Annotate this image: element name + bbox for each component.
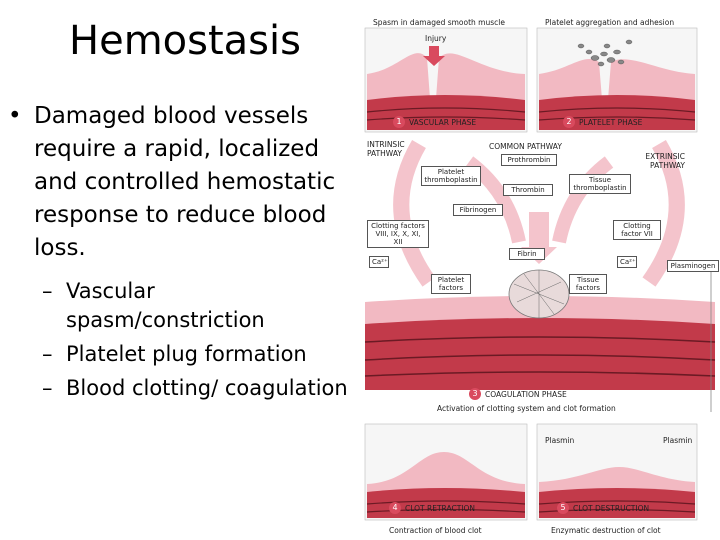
label-platelet-aggregation: Platelet aggregation and adhesion [545,18,675,27]
sub-bullet-text: Platelet plug formation [66,342,307,366]
dash-glyph: – [42,342,53,366]
sub-bullet-text: Blood clotting/ coagulation [66,376,348,400]
muscle-striation-vascular [366,107,526,121]
label-clot-destruction: CLOT DESTRUCTION [573,504,650,513]
hemostasis-diagram: Spasm in damaged smooth muscle Platelet … [359,12,720,540]
label-plasmin-left: Plasmin [545,436,575,445]
muscle-striation-coagulation [364,336,716,377]
slide-title: Hemostasis [69,18,301,64]
cascade-arrow-center-right [552,156,614,244]
box-plasminogen: Plasminogen [667,260,719,272]
badge-phase-1: 1 [393,116,405,128]
box-clotting-factor-extrinsic: Clotting factor VII [613,220,661,240]
box-platelet-factors: Platelet factors [431,274,471,294]
box-prothrombin: Prothrombin [501,154,557,166]
caption-coagulation: Activation of clotting system and clot f… [437,404,616,413]
caption-retraction: Contraction of blood clot [389,526,482,535]
muscle-striation-retraction [366,500,526,513]
sub-bullet-text: Vascular spasm/constriction [66,279,265,332]
main-bullet-text: Damaged blood vessels require a rapid, l… [34,103,336,261]
label-intrinsic-pathway: INTRINSIC PATHWAY [367,140,405,158]
platelet-cluster [577,39,633,67]
muscle-layer-platelet [539,95,695,130]
bullet-glyph: • [8,103,22,129]
box-tissue-factors: Tissue factors [569,274,607,294]
diagram-artwork [364,27,717,521]
badge-phase-4: 4 [389,502,401,514]
cascade-arrow-right [642,139,685,287]
label-injury: Injury [425,34,447,43]
muscle-layer-vascular [367,95,525,130]
box-thrombin: Thrombin [503,184,553,196]
sub-bullet: – Blood clotting/ coagulation [42,374,353,403]
label-common-pathway: COMMON PATHWAY [489,142,562,151]
fibrin-mesh [513,270,565,318]
sub-bullet-list: – Vascular spasm/constriction – Platelet… [8,277,353,403]
label-vascular-phase: VASCULAR PHASE [409,118,477,127]
cascade-arrow-left [393,139,436,287]
muscle-striation-platelet [538,107,696,121]
dash-glyph: – [42,279,53,303]
box-platelet-thromboplastin: Platelet thromboplastin [421,166,481,186]
label-extrinsic-pathway: EXTRINSIC PATHWAY [645,152,685,170]
label-plasmin-right: Plasmin [663,436,693,445]
label-coagulation-phase: COAGULATION PHASE [485,390,567,399]
box-fibrinogen: Fibrinogen [453,204,503,216]
box-calcium-left: Ca²⁺ [369,256,389,268]
badge-phase-3: 3 [469,388,481,400]
badge-phase-2: 2 [563,116,575,128]
dash-glyph: – [42,376,53,400]
badge-phase-5: 5 [557,502,569,514]
sub-bullet: – Platelet plug formation [42,340,353,369]
muscle-layer-coagulation [365,318,715,390]
label-platelet-phase: PLATELET PHASE [579,118,643,127]
caption-destruction: Enzymatic destruction of clot [551,526,661,535]
injury-arrow [423,46,445,66]
bullet-list: • Damaged blood vessels require a rapid,… [8,100,353,408]
label-spasm: Spasm in damaged smooth muscle [373,18,505,27]
label-clot-retraction: CLOT RETRACTION [405,504,475,513]
main-bullet: • Damaged blood vessels require a rapid,… [8,100,353,265]
box-clotting-factors-intrinsic: Clotting factors VIII, IX, X, XI, XII [367,220,429,248]
box-fibrin: Fibrin [509,248,545,260]
box-calcium-right: Ca²⁺ [617,256,637,268]
sub-bullet: – Vascular spasm/constriction [42,277,353,335]
box-tissue-thromboplastin: Tissue thromboplastin [569,174,631,194]
